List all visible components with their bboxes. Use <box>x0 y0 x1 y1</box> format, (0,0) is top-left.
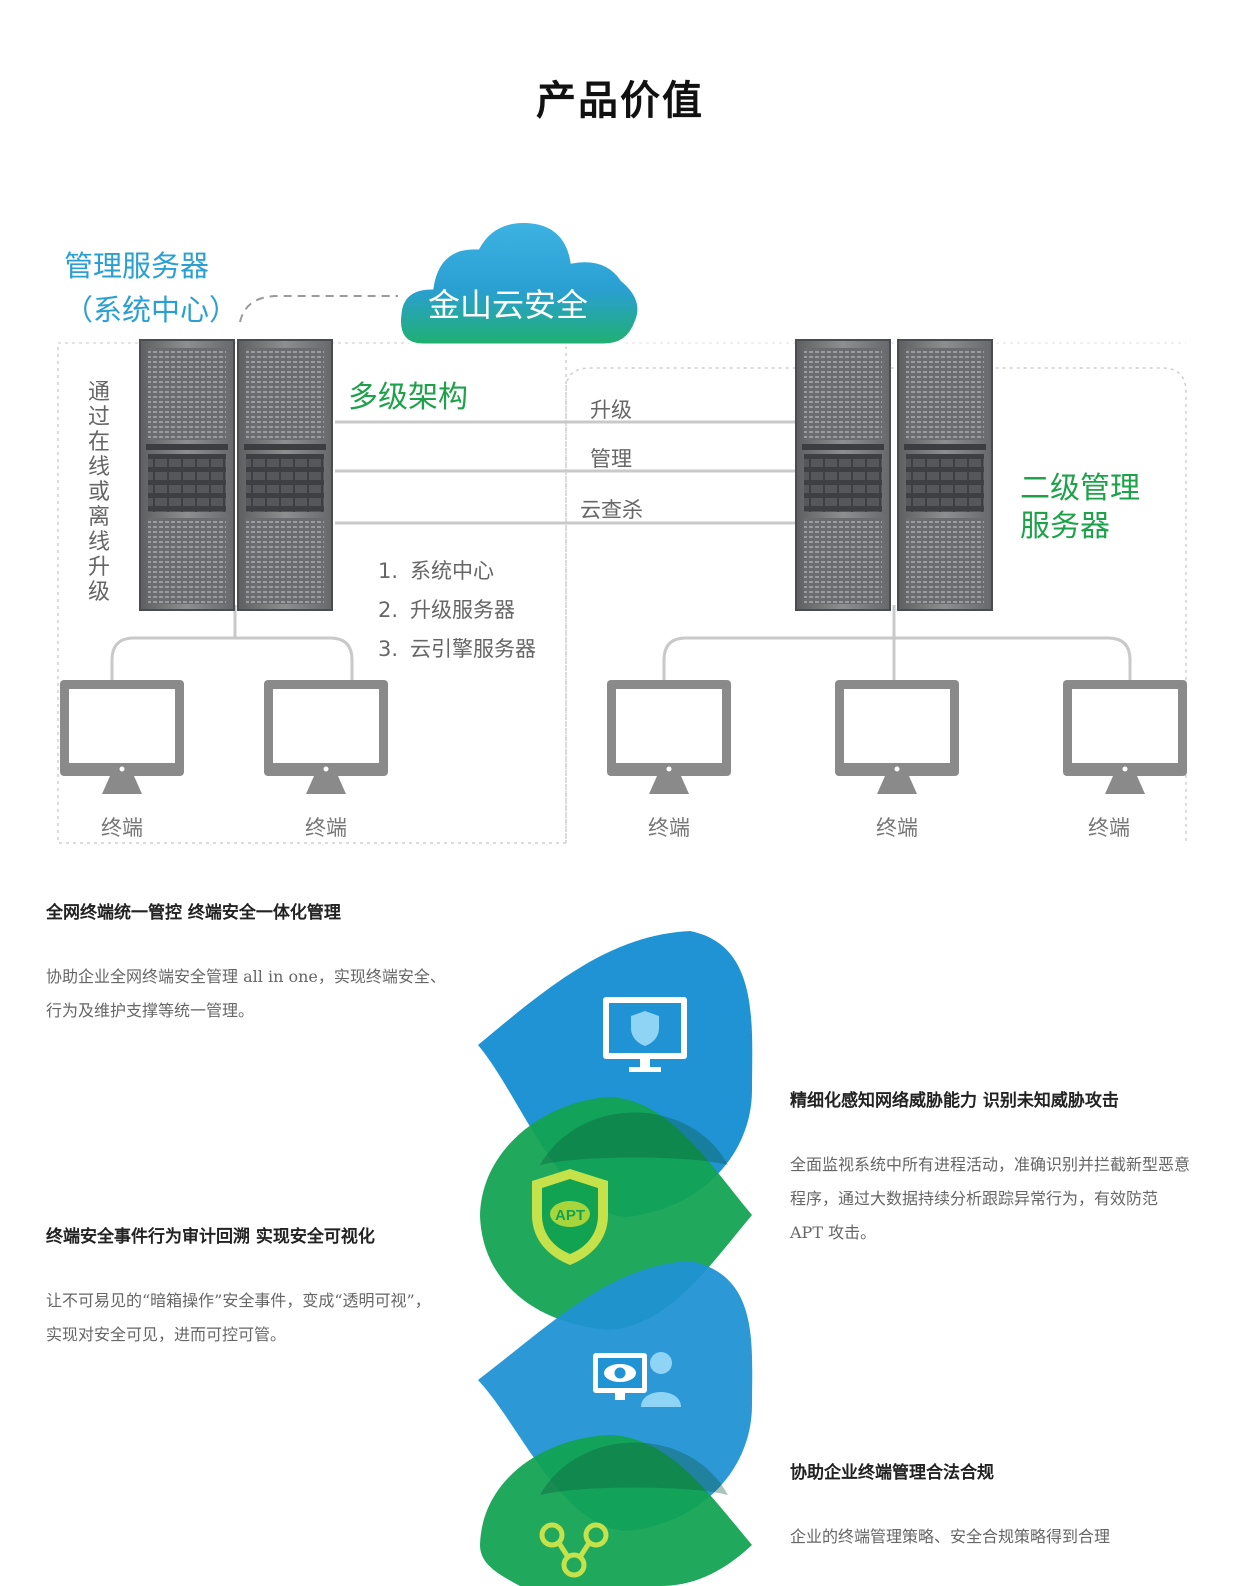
connection-label-cloud-scan: 云查杀 <box>580 498 643 522</box>
feature-4-desc: 企业的终端管理策略、安全合规策略得到合理 <box>790 1527 1111 1546</box>
feature-1-desc: 协助企业全网终端安全管理 all in one，实现终端安全、行为及维护支撑等统… <box>46 967 446 1020</box>
architecture-diagram <box>57 220 1187 844</box>
terminal-label-2: 终端 <box>305 816 347 840</box>
secondary-server-a <box>795 339 891 611</box>
cloud-label: 金山云安全 <box>428 286 589 324</box>
network-nodes-icon <box>539 1522 609 1578</box>
upgrade-vertical-label: 通过在线或离线升级 <box>87 380 110 605</box>
feature-3-desc: 让不可易见的“暗箱操作”安全事件，变成“透明可视”，实现对安全可见，进而可控可管… <box>46 1291 431 1344</box>
mgmt-server-line1: 管理服务器 <box>64 249 210 283</box>
terminal-label-5: 终端 <box>1088 816 1130 840</box>
page-title: 产品价值 <box>536 77 704 124</box>
terminal-monitor-3 <box>607 680 731 794</box>
system-center-server-b <box>237 339 333 611</box>
component-item-2: 2.升级服务器 <box>378 598 515 622</box>
terminal-monitor-5 <box>1063 680 1187 794</box>
terminal-monitor-1 <box>60 680 184 794</box>
terminal-label-4: 终端 <box>876 816 918 840</box>
feature-3-title: 终端安全事件行为审计回溯 实现安全可视化 <box>46 1227 375 1247</box>
mgmt-server-line2: （系统中心） <box>64 293 239 327</box>
feature-1-title: 全网终端统一管控 终端安全一体化管理 <box>46 903 341 923</box>
terminal-label-3: 终端 <box>648 816 690 840</box>
cloud-shape <box>398 220 641 347</box>
mgmt-server-label: 管理服务器 （系统中心） <box>64 244 238 332</box>
secondary-server-line2: 服务器 <box>1020 509 1110 544</box>
apt-badge: APT <box>555 1207 585 1224</box>
secondary-server-label: 二级管理 服务器 <box>1020 470 1140 546</box>
terminal-monitor-2 <box>264 680 388 794</box>
feature-drops-graphic: APT <box>478 931 753 1586</box>
component-item-3: 3.云引擎服务器 <box>378 637 536 661</box>
component-item-1: 1.系统中心 <box>378 559 494 583</box>
left-tree-lines <box>110 605 354 680</box>
secondary-server-b <box>897 339 993 611</box>
apt-shield-icon: APT <box>532 1169 608 1265</box>
eye-user-icon <box>593 1352 681 1407</box>
terminal-label-1: 终端 <box>101 816 143 840</box>
feature-2-title: 精细化感知网络威胁能力 识别未知威胁攻击 <box>790 1091 1119 1111</box>
monitor-shield-icon <box>603 997 687 1072</box>
component-list: 1.系统中心 2.升级服务器 3.云引擎服务器 <box>378 552 536 669</box>
feature-2-desc: 全面监视系统中所有进程活动，准确识别并拦截新型恶意程序，通过大数据持续分析跟踪异… <box>790 1155 1191 1242</box>
connection-label-upgrade: 升级 <box>590 398 632 422</box>
terminal-monitor-4 <box>835 680 959 794</box>
connection-label-manage: 管理 <box>590 447 632 471</box>
right-tree-lines <box>662 605 1132 680</box>
secondary-server-line1: 二级管理 <box>1020 471 1140 506</box>
drop-4 <box>480 1435 752 1586</box>
system-center-server-a <box>139 339 235 611</box>
multi-level-label: 多级架构 <box>348 380 468 415</box>
feature-4-title: 协助企业终端管理合法合规 <box>790 1463 994 1483</box>
cloud-connector <box>239 295 398 323</box>
